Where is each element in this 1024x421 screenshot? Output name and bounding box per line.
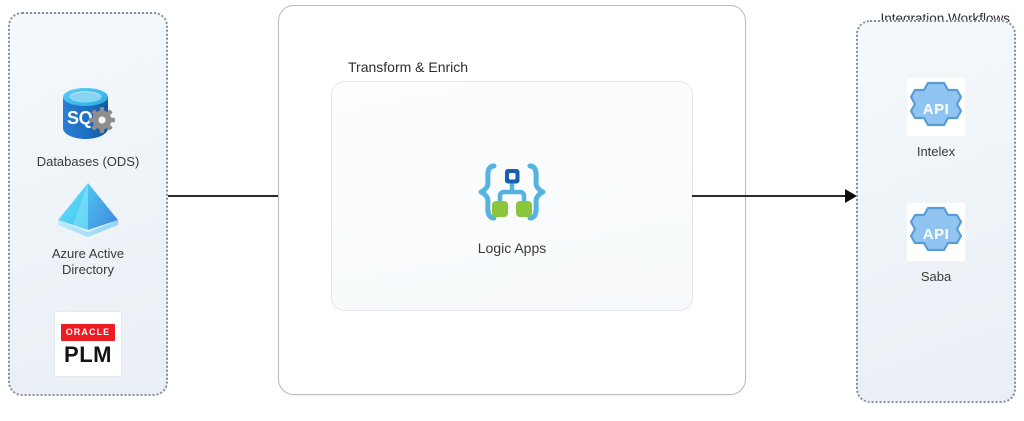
- node-label-logic-apps: Logic Apps: [477, 240, 547, 256]
- arrow-line: [168, 195, 320, 197]
- api-gear-icon: API: [907, 203, 965, 261]
- node-label-azure-active-directory: Azure Active Directory: [51, 246, 125, 277]
- transform-and-enrich-panel: [331, 81, 693, 311]
- oracle-wordmark-bar: ORACLE: [61, 324, 115, 341]
- transform-and-enrich-title: Transform & Enrich: [348, 59, 469, 75]
- svg-text:API: API: [923, 101, 950, 118]
- plm-wordmark-text: PLM: [64, 342, 112, 367]
- node-label-databases-ods: Databases (ODS): [36, 154, 140, 169]
- node-intelex[interactable]: API Intelex: [856, 78, 1016, 160]
- api-gear-icon: API: [907, 78, 965, 136]
- arrow-head-icon: [845, 189, 857, 203]
- node-label-saba: Saba: [920, 269, 952, 284]
- sql-database-icon: SQL: [55, 84, 121, 146]
- node-databases-ods[interactable]: SQL Datab: [8, 84, 168, 170]
- svg-text:API: API: [923, 226, 950, 243]
- node-saba[interactable]: API Saba: [856, 203, 1016, 285]
- arrow-line: [692, 195, 846, 197]
- oracle-plm-icon: ORACLE PLM: [55, 312, 121, 376]
- node-azure-active-directory[interactable]: Azure Active Directory: [8, 180, 168, 278]
- logic-apps-icon: [468, 160, 556, 230]
- oracle-wordmark-text: ORACLE: [65, 327, 111, 337]
- node-oracle-plm[interactable]: ORACLE PLM: [8, 312, 168, 381]
- node-logic-apps[interactable]: Logic Apps: [432, 160, 592, 256]
- azure-active-directory-icon: [53, 180, 123, 238]
- node-label-intelex: Intelex: [916, 144, 956, 159]
